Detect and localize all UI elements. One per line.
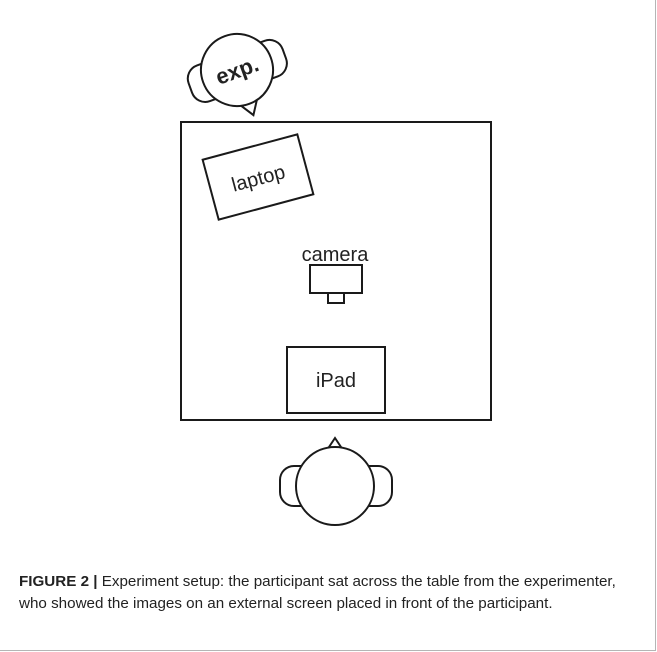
camera-label: camera: [302, 244, 370, 266]
participant-figure: [279, 436, 393, 526]
experimenter-head: [200, 33, 274, 107]
laptop: laptop: [201, 133, 315, 221]
figure-caption: FIGURE 2 | Experiment setup: the partici…: [19, 571, 631, 615]
ipad-outline: [286, 346, 386, 414]
laptop-outline: [201, 133, 315, 221]
figure-label: FIGURE 2 |: [19, 573, 98, 590]
setup-diagram: exp. laptop camera iPad: [180, 33, 492, 526]
participant-head: [295, 446, 375, 526]
ipad-label: iPad: [316, 370, 356, 392]
figure-caption-text: Experiment setup: the participant sat ac…: [19, 573, 616, 612]
experimenter-figure: exp.: [186, 33, 288, 117]
camera-lens: [327, 292, 345, 304]
table: [180, 121, 492, 421]
ipad: iPad: [286, 346, 386, 414]
camera: camera: [302, 244, 370, 304]
camera-body: [309, 264, 363, 294]
